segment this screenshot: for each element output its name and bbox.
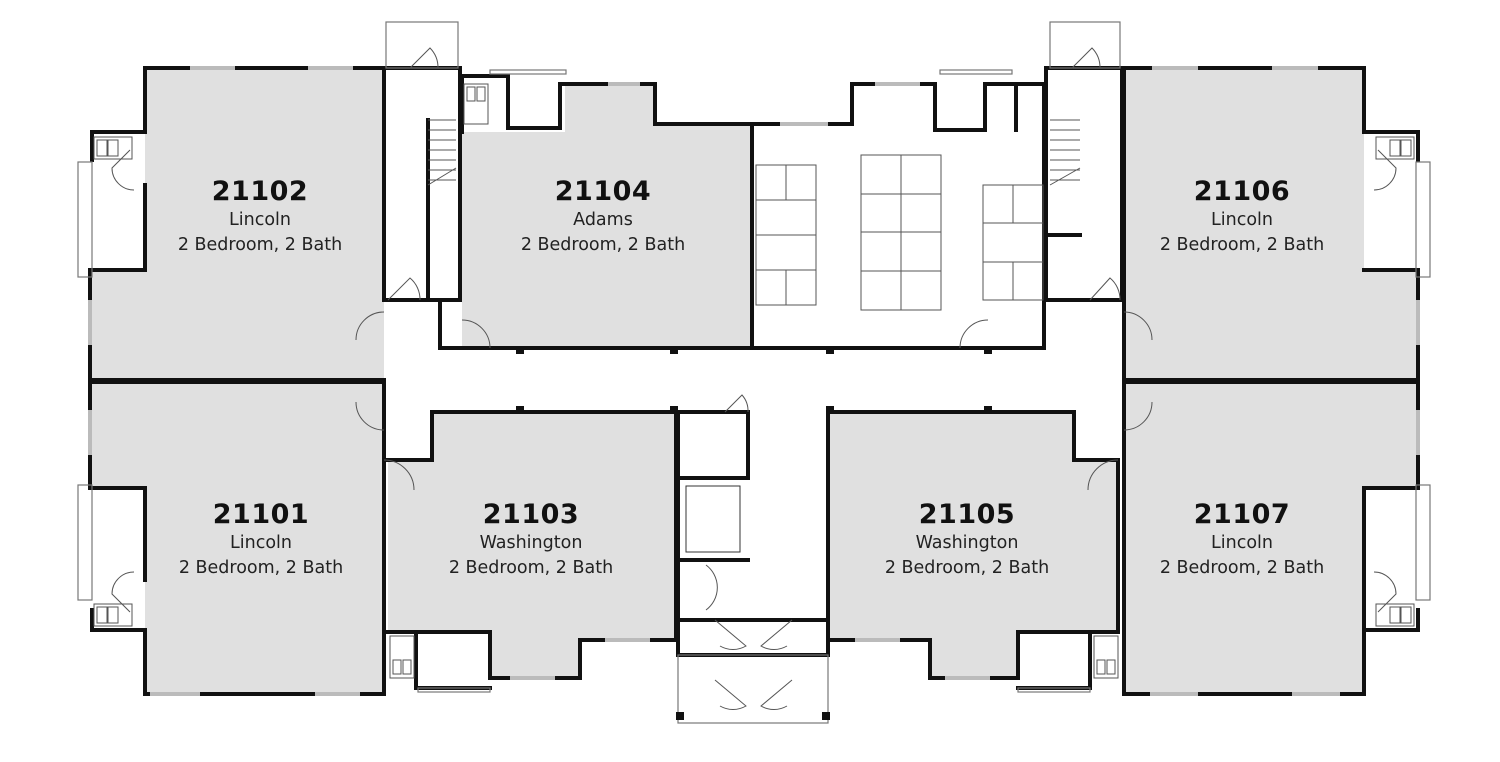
unit-21104-area	[462, 84, 752, 348]
unit-model: Adams	[573, 210, 633, 230]
unit-21102-area	[90, 68, 384, 380]
unit-number: 21101	[212, 499, 310, 530]
door-swings	[111, 47, 1397, 710]
unit-21105-area	[830, 412, 1118, 678]
unit-21106-area	[1124, 68, 1418, 380]
balconies	[77, 21, 1431, 724]
unit-21106-label[interactable]: 21106 Lincoln 2 Bedroom, 2 Bath	[1160, 176, 1324, 258]
unit-model: Washington	[479, 533, 583, 553]
unit-21102-label[interactable]: 21102 Lincoln 2 Bedroom, 2 Bath	[178, 176, 342, 258]
laundry-closets	[93, 83, 1415, 679]
unit-21103-area	[388, 412, 676, 678]
unit-21107-area	[1124, 382, 1418, 694]
common-room-furniture	[755, 154, 1044, 311]
unit-number: 21105	[918, 499, 1016, 530]
unit-layout: 2 Bedroom, 2 Bath	[1159, 235, 1325, 255]
unit-number: 21107	[1193, 499, 1291, 530]
stairs	[427, 119, 1081, 186]
unit-layout: 2 Bedroom, 2 Bath	[884, 558, 1050, 578]
unit-21104-label[interactable]: 21104 Adams 2 Bedroom, 2 Bath	[521, 176, 685, 258]
unit-number: 21102	[211, 176, 309, 207]
unit-21107-label[interactable]: 21107 Lincoln 2 Bedroom, 2 Bath	[1160, 499, 1324, 581]
unit-model: Lincoln	[228, 210, 291, 230]
unit-number: 21103	[482, 499, 580, 530]
unit-21101-area	[90, 382, 384, 694]
unit-layout: 2 Bedroom, 2 Bath	[448, 558, 614, 578]
unit-layout: 2 Bedroom, 2 Bath	[178, 558, 344, 578]
unit-fills	[90, 68, 1418, 694]
unit-21105-label[interactable]: 21105 Washington 2 Bedroom, 2 Bath	[885, 499, 1049, 581]
unit-layout: 2 Bedroom, 2 Bath	[177, 235, 343, 255]
unit-model: Lincoln	[1210, 210, 1273, 230]
unit-layout: 2 Bedroom, 2 Bath	[520, 235, 686, 255]
unit-layout: 2 Bedroom, 2 Bath	[1159, 558, 1325, 578]
unit-model: Washington	[915, 533, 1019, 553]
unit-number: 21106	[1193, 176, 1291, 207]
unit-model: Lincoln	[229, 533, 292, 553]
unit-model: Lincoln	[1210, 533, 1273, 553]
unit-21103-label[interactable]: 21103 Washington 2 Bedroom, 2 Bath	[449, 499, 613, 581]
windows	[88, 66, 1420, 696]
unit-number: 21104	[554, 176, 652, 207]
columns	[516, 348, 992, 720]
unit-21101-label[interactable]: 21101 Lincoln 2 Bedroom, 2 Bath	[179, 499, 343, 581]
